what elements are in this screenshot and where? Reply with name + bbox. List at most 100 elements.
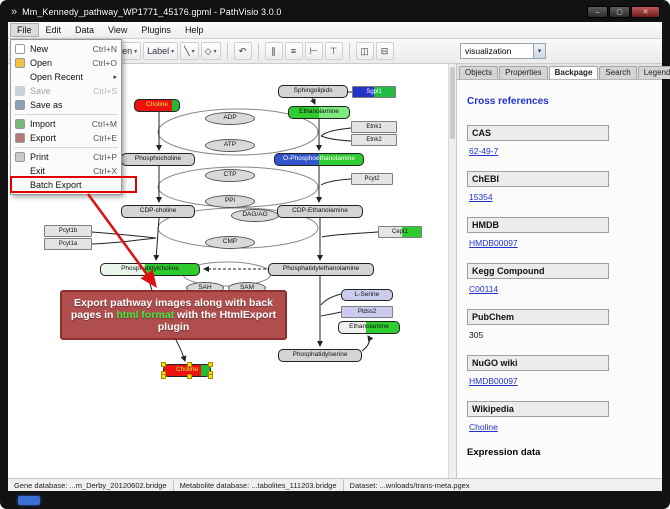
node-cmp[interactable]: CMP xyxy=(205,236,255,249)
section-header-nugo-wiki: NuGO wiki xyxy=(467,355,609,371)
node-label: Phosphatidylcholine xyxy=(121,265,179,273)
node-phosphocholine[interactable]: Phosphocholine xyxy=(121,153,195,166)
close-button[interactable]: ✕ xyxy=(631,6,660,18)
align-center-horizontal-button[interactable]: ∥ xyxy=(264,42,283,60)
section-value-hmdb[interactable]: HMDB00097 xyxy=(469,238,518,248)
undo-icon: ↶ xyxy=(238,45,247,56)
maximize-button[interactable]: ▢ xyxy=(609,6,630,18)
node-pcyt2[interactable]: Pcyt2 xyxy=(351,173,393,185)
minimize-button[interactable]: – xyxy=(587,6,608,18)
canvas-vertical-scrollbar[interactable] xyxy=(448,64,456,478)
toolbar-separator xyxy=(257,43,259,59)
stack-vertical-button[interactable]: ⊟ xyxy=(375,42,394,60)
node-ctp[interactable]: CTP xyxy=(205,169,255,182)
section-value-wikipedia[interactable]: Choline xyxy=(469,422,498,432)
node-choline[interactable]: Choline xyxy=(134,99,180,112)
tab-backpage[interactable]: Backpage xyxy=(548,66,599,79)
title-bar: » Mm_Kennedy_pathway_WP1771_45176.gpml -… xyxy=(8,2,662,22)
section-value-nugo-wiki[interactable]: HMDB00097 xyxy=(469,376,518,386)
align-left-button[interactable]: ⊢ xyxy=(304,42,323,60)
toolbar-separator xyxy=(348,43,350,59)
node-phosphatidylcholine[interactable]: Phosphatidylcholine xyxy=(100,263,200,276)
status-cell-0: Gene database: ...m_Derby_20120602.bridg… xyxy=(8,479,174,491)
file-menu-item-save-as[interactable]: Save as xyxy=(11,98,121,112)
menubar-item-data[interactable]: Data xyxy=(75,25,95,35)
menubar-item-view[interactable]: View xyxy=(108,25,128,35)
shape-tool-button[interactable]: ◇▾ xyxy=(200,42,221,60)
menubar-item-file[interactable]: File xyxy=(10,23,39,37)
menubar-item-edit[interactable]: Edit xyxy=(45,25,62,35)
node-ppi[interactable]: PPi xyxy=(205,195,255,208)
node-etnk1[interactable]: Etnk1 xyxy=(351,121,397,133)
node-ptdss2[interactable]: Ptdss2 xyxy=(341,306,393,318)
section-value-kegg-compound[interactable]: C00114 xyxy=(469,284,499,294)
visualization-combobox[interactable]: visualization ▾ xyxy=(460,43,546,59)
align-center-vertical-button[interactable]: ≡ xyxy=(284,42,303,60)
node-pcyt1b[interactable]: Pcyt1b xyxy=(44,225,92,237)
tab-objects[interactable]: Objects xyxy=(459,66,499,79)
menu-item-label: Print xyxy=(30,152,49,162)
annotation-highlight-text: html format xyxy=(116,309,175,321)
section-value-chebi[interactable]: 15354 xyxy=(469,192,493,202)
chevron-down-icon[interactable]: ▾ xyxy=(533,44,545,58)
section-value-cas[interactable]: 62-49-7 xyxy=(469,146,499,156)
node-choline[interactable]: Choline xyxy=(161,362,213,379)
file-menu-item-batch-export[interactable]: Batch Export xyxy=(10,176,137,193)
node-cdp-ethanolamine[interactable]: CDP-Ethanolamine xyxy=(277,205,363,218)
window-controls: –▢✕ xyxy=(586,6,660,18)
label-tool-button[interactable]: Label▾ xyxy=(143,42,179,60)
node-dag-ag[interactable]: DAG/AG xyxy=(231,209,279,222)
node-label: Phosphocholine xyxy=(134,155,182,163)
menu-bar: File Edit Data View Plugins Help xyxy=(8,22,662,39)
node-adp[interactable]: ADP xyxy=(205,112,255,125)
undo-button[interactable]: ↶ xyxy=(233,42,252,60)
node-sgpl1[interactable]: Sgpl1 xyxy=(352,86,396,98)
node-o-phosphoethanolamine[interactable]: O-Phosphoethanolamine xyxy=(274,153,364,166)
node-ethanolamine[interactable]: Ethanolamine xyxy=(338,321,400,334)
menu-item-shortcut: Ctrl+P xyxy=(93,152,117,162)
selection-handle[interactable] xyxy=(161,362,166,367)
selection-handle[interactable] xyxy=(208,374,213,379)
node-cdp-choline[interactable]: CDP-choline xyxy=(121,205,195,218)
annotation-text: Export pathway images along with back pa… xyxy=(70,297,273,321)
node-etnk2[interactable]: Etnk2 xyxy=(351,134,397,146)
node-sphingolipids[interactable]: Sphingolipids xyxy=(278,85,348,98)
annotation-callout: Export pathway images along with back pa… xyxy=(60,290,287,340)
line-tool-button[interactable]: ╲▾ xyxy=(180,42,199,60)
scrollbar-thumb[interactable] xyxy=(450,67,455,139)
menu-item-label: Save as xyxy=(30,100,63,110)
align-top-button[interactable]: ⊤ xyxy=(324,42,343,60)
tab-properties[interactable]: Properties xyxy=(499,66,548,79)
stack-horizontal-button[interactable]: ◫ xyxy=(355,42,374,60)
tab-search[interactable]: Search xyxy=(599,66,637,79)
menubar-item-plugins[interactable]: Plugins xyxy=(141,25,171,35)
menu-separator xyxy=(14,147,118,148)
tab-legend[interactable]: Legend xyxy=(637,66,670,79)
menubar-item-help[interactable]: Help xyxy=(184,25,204,35)
file-menu-item-print[interactable]: Print Ctrl+P xyxy=(11,150,121,164)
selection-handle[interactable] xyxy=(187,362,192,367)
node-pcyt1a[interactable]: Pcyt1a xyxy=(44,238,92,250)
file-menu-item-open-recent[interactable]: Open Recent▸ xyxy=(11,70,121,84)
align-top-icon: ⊤ xyxy=(329,45,338,56)
node-label: DAG/AG xyxy=(242,211,268,219)
selection-handle[interactable] xyxy=(208,362,213,367)
node-cept1[interactable]: Cept1 xyxy=(378,226,422,238)
node-atp[interactable]: ATP xyxy=(205,139,255,152)
node-phosphatidylethanolamine[interactable]: Phosphatidylethanolamine xyxy=(268,263,374,276)
node-ethanolamine[interactable]: Ethanolamine xyxy=(288,106,350,119)
selection-handle[interactable] xyxy=(187,374,192,379)
node-l-serine[interactable]: L-Serine xyxy=(341,289,393,301)
menu-separator xyxy=(14,114,118,115)
node-phosphatidylserine[interactable]: Phosphatidylserine xyxy=(278,349,362,362)
selection-handle[interactable] xyxy=(161,374,166,379)
